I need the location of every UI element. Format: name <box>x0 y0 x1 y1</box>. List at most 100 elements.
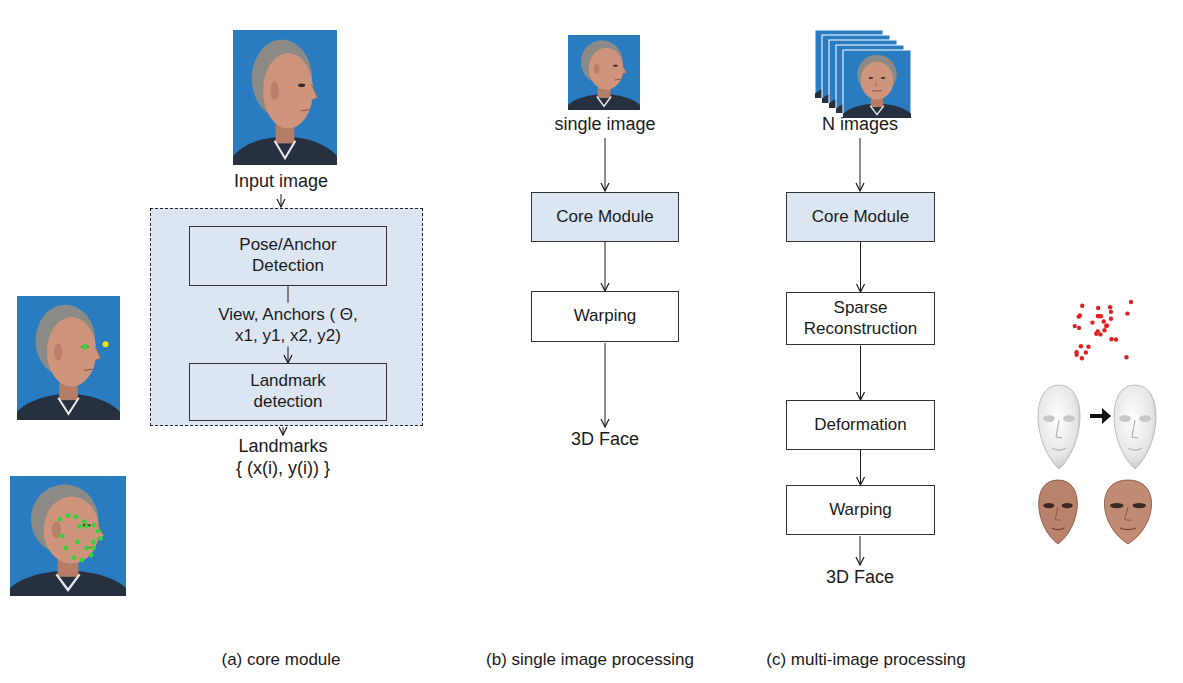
landmark-dot <box>91 540 96 545</box>
input-caption: Input image <box>234 171 328 191</box>
box-label: Sparse Reconstruction <box>796 298 926 339</box>
label-holder: (b) single image processing <box>486 650 694 670</box>
sparse-point <box>1074 353 1078 357</box>
label-holder: 3D Face <box>571 429 639 451</box>
landmark-dot <box>98 536 103 541</box>
group-fill <box>150 208 423 426</box>
landmark-dot <box>66 513 71 518</box>
sparse-point <box>1129 300 1133 304</box>
edge-label: View, Anchors ( Θ, x1, y1, x2, y2) <box>213 302 363 347</box>
box-label: Core Module <box>812 207 909 228</box>
mesh-face <box>1038 385 1080 469</box>
anchor-dot <box>82 344 88 350</box>
box-label: Warping <box>829 500 892 521</box>
mesh-face <box>1114 385 1156 469</box>
sparse-point <box>1096 306 1100 310</box>
box-label: Pose/Anchor Detection <box>213 235 363 276</box>
output-caption: 3D Face <box>571 429 639 449</box>
output-caption: 3D Face <box>826 567 894 587</box>
sparse-point <box>1080 304 1084 308</box>
flow-arrow <box>605 138 606 191</box>
flow-connector <box>860 450 861 485</box>
process-box: Deformation <box>786 400 935 450</box>
flow-connector <box>860 242 861 292</box>
label-holder: single image <box>554 114 655 136</box>
sparse-point <box>1102 319 1106 323</box>
sparse-point <box>1077 326 1081 330</box>
landmark-dot <box>80 558 85 563</box>
textured-face <box>1039 480 1078 544</box>
process-box: Landmark detection <box>189 363 387 421</box>
figure-caption: (b) single image processing <box>486 650 694 669</box>
process-box: Warping <box>786 485 935 535</box>
landmark-dot <box>89 553 94 558</box>
landmark-dot <box>91 523 96 528</box>
landmark-dot <box>71 555 76 560</box>
face-photo <box>11 296 126 458</box>
sparse-point <box>1084 350 1088 354</box>
landmark-dot <box>75 540 80 545</box>
landmark-dot <box>74 514 79 519</box>
label-holder: (c) multi-image processing <box>766 650 965 670</box>
sparse-point <box>1073 324 1077 328</box>
output-caption: { (x(i), y(i)) } <box>236 458 330 478</box>
figure-caption: (a) core module <box>221 650 340 669</box>
flow-arrow <box>281 194 282 207</box>
landmark-dot <box>77 524 82 529</box>
box-label: Deformation <box>814 415 907 436</box>
box-label: Core Module <box>556 207 653 228</box>
sparse-point <box>1114 337 1118 341</box>
face-photo <box>3 476 133 633</box>
label-holder: N images <box>822 114 898 136</box>
flow-arrow <box>860 536 861 565</box>
label-holder: (a) core module <box>221 650 340 670</box>
landmark-dot <box>60 534 65 539</box>
landmark-dot <box>96 529 101 534</box>
sparse-point <box>1080 356 1084 360</box>
sparse-point <box>1090 320 1094 324</box>
sparse-point <box>1086 345 1090 349</box>
sparse-point <box>1102 328 1106 332</box>
flow-connector <box>860 345 861 400</box>
flow-connector <box>605 242 606 291</box>
sparse-point <box>1125 311 1129 315</box>
landmark-dot <box>84 524 89 529</box>
sparse-point <box>1108 305 1112 309</box>
flow-arrow <box>283 427 284 435</box>
label-holder: Input image <box>234 171 328 193</box>
process-box: Core Module <box>531 192 679 242</box>
flow-arrow <box>605 343 606 427</box>
sparse-point <box>1078 313 1082 317</box>
process-box: Sparse Reconstruction <box>786 292 935 345</box>
sparse-point <box>1124 355 1128 359</box>
sparse-point <box>1109 317 1113 321</box>
figure-caption: (c) multi-image processing <box>766 650 965 669</box>
process-box: Pose/Anchor Detection <box>189 226 387 286</box>
sparse-point <box>1079 344 1083 348</box>
label-holder: { (x(i), y(i)) } <box>236 458 330 480</box>
sparse-point <box>1094 332 1098 336</box>
input-caption: N images <box>822 114 898 134</box>
label-holder: 3D Face <box>826 567 894 589</box>
sparse-point <box>1097 314 1101 318</box>
landmark-dot <box>82 519 87 524</box>
landmark-dot <box>57 517 62 522</box>
sparse-point <box>1109 310 1113 314</box>
landmark-dot <box>91 546 96 551</box>
flow-arrow <box>860 138 861 191</box>
box-label: Landmark detection <box>228 371 348 412</box>
sparse-point <box>1104 324 1108 328</box>
deform-arrow <box>1090 408 1111 424</box>
landmark-dot <box>63 546 68 551</box>
label-holder: Landmarks <box>238 436 327 458</box>
textured-face <box>1104 480 1151 544</box>
flow-arrows <box>281 138 860 565</box>
anchor-dot <box>103 341 109 347</box>
sparse-point <box>1105 323 1109 327</box>
face-photo <box>227 30 343 207</box>
edge-label-holder: View, Anchors ( Θ, x1, y1, x2, y2) <box>213 302 363 347</box>
sparse-point <box>1109 337 1113 341</box>
landmark-dot <box>84 546 89 551</box>
input-caption: single image <box>554 114 655 134</box>
